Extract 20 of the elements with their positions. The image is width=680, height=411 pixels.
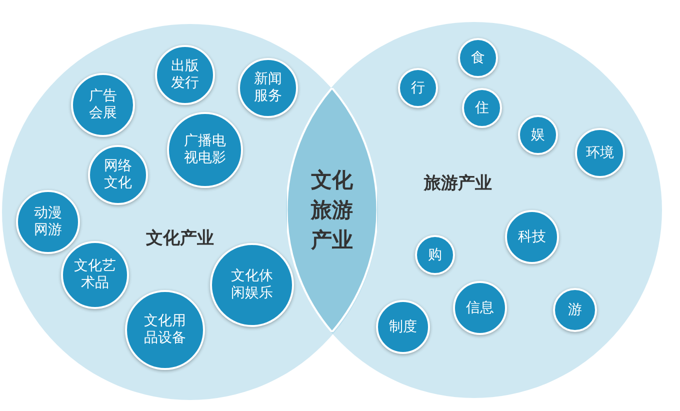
topic-bubble: 购 [415,235,455,275]
topic-bubble: 娱 [518,115,558,155]
topic-bubble: 出版发行 [155,45,215,105]
topic-bubble: 文化艺术品 [61,241,129,309]
topic-bubble: 食 [458,38,498,78]
topic-bubble: 游 [553,288,597,332]
topic-bubble: 新闻服务 [238,58,298,118]
topic-bubble: 文化用品设备 [125,290,205,370]
topic-bubble: 行 [398,68,438,108]
topic-bubble: 广播电视电影 [167,112,243,188]
topic-bubble: 广告会展 [71,73,135,137]
topic-bubble: 动漫网游 [16,190,80,254]
topic-bubble: 制度 [376,300,430,354]
topic-bubble: 环境 [575,128,625,178]
topic-bubble: 科技 [505,210,559,264]
topic-bubble: 网络文化 [88,145,148,205]
topic-bubble: 信息 [453,281,507,335]
overlap-label: 文化旅游产业 [310,167,354,254]
topic-bubble: 住 [462,88,502,128]
region-heading: 旅游产业 [424,172,492,194]
